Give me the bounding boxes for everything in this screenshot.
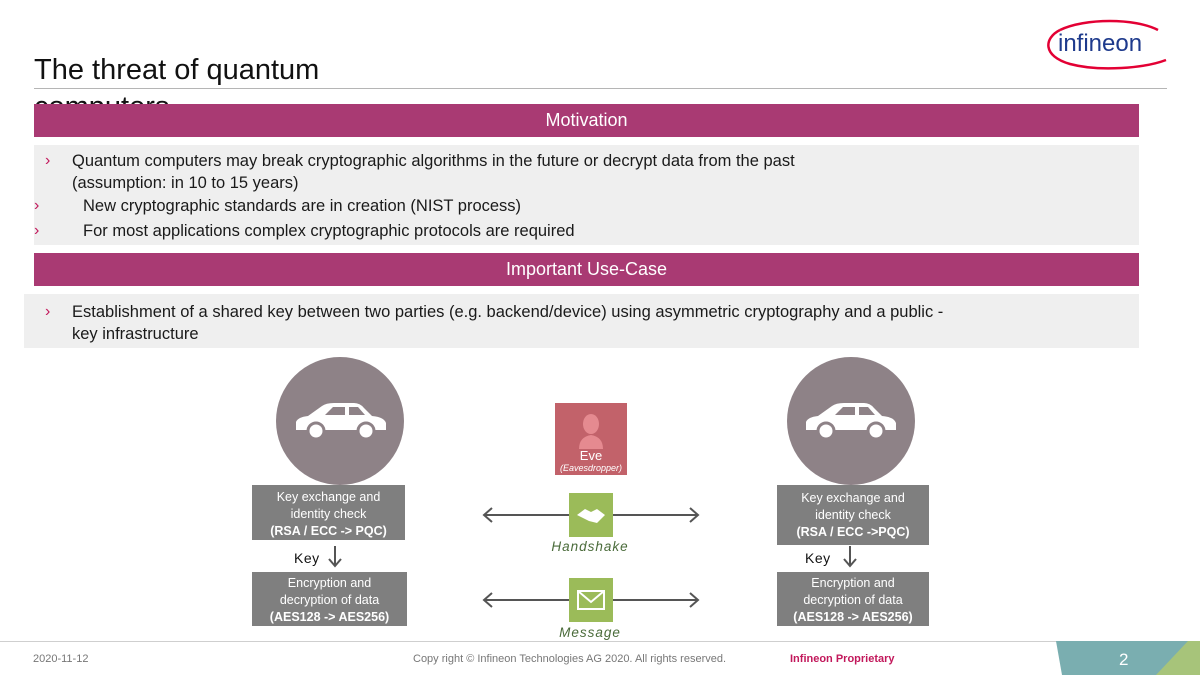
left-key-exchange-box: Key exchange and identity check (RSA / E… [252, 485, 405, 540]
eve-name: Eve [579, 448, 603, 463]
envelope-icon [569, 578, 613, 622]
right-key-exchange-box: Key exchange and identity check (RSA / E… [777, 485, 929, 545]
handshake-icon [569, 493, 613, 537]
footer-classification: Infineon Proprietary [790, 653, 895, 665]
usecase-bullet-1: Establishment of a shared key between tw… [72, 303, 944, 343]
slide-title: The threat of quantum computers [34, 54, 320, 123]
arrow-down-icon [843, 546, 857, 568]
left-encryption-box: Encryption and decryption of data (AES12… [252, 572, 407, 626]
car-icon [296, 403, 386, 441]
message-caption: Message [559, 625, 621, 640]
motivation-bullet-3: For most applications complex cryptograp… [83, 222, 575, 240]
person-icon [579, 414, 603, 449]
bullet-chevron-icon: › [45, 152, 51, 169]
handshake-caption: Handshake [551, 539, 629, 554]
car-icon [806, 403, 896, 441]
footer-date: 2020-11-12 [33, 653, 89, 665]
motivation-header: Motivation [34, 104, 1139, 137]
title-divider [34, 88, 1167, 89]
right-encryption-box: Encryption and decryption of data (AES12… [777, 572, 929, 626]
eve-role: (Eavesdropper) [559, 463, 623, 473]
motivation-bullet-2: New cryptographic standards are in creat… [83, 197, 522, 215]
bullet-chevron-icon: › [34, 197, 40, 214]
page-number-badge [1056, 641, 1200, 675]
right-key-label: Key [805, 550, 831, 566]
eve-eavesdropper-tile: Eve (Eavesdropper) [555, 403, 627, 475]
motivation-bullet-1: Quantum computers may break cryptographi… [72, 152, 795, 192]
motivation-panel [34, 145, 1139, 245]
bullet-chevron-icon: › [45, 303, 51, 320]
footer-copyright: Copy right © Infineon Technologies AG 20… [413, 653, 727, 665]
logo-wordmark: infineon [1058, 30, 1142, 57]
infineon-logo: infineon [1047, 19, 1167, 70]
left-key-label: Key [294, 550, 320, 566]
bullet-chevron-icon: › [34, 222, 40, 239]
usecase-panel [24, 294, 1139, 348]
footer-divider [0, 641, 1200, 642]
usecase-header: Important Use-Case [34, 253, 1139, 286]
page-number: 2 [1119, 650, 1129, 669]
arrow-down-icon [328, 546, 342, 568]
